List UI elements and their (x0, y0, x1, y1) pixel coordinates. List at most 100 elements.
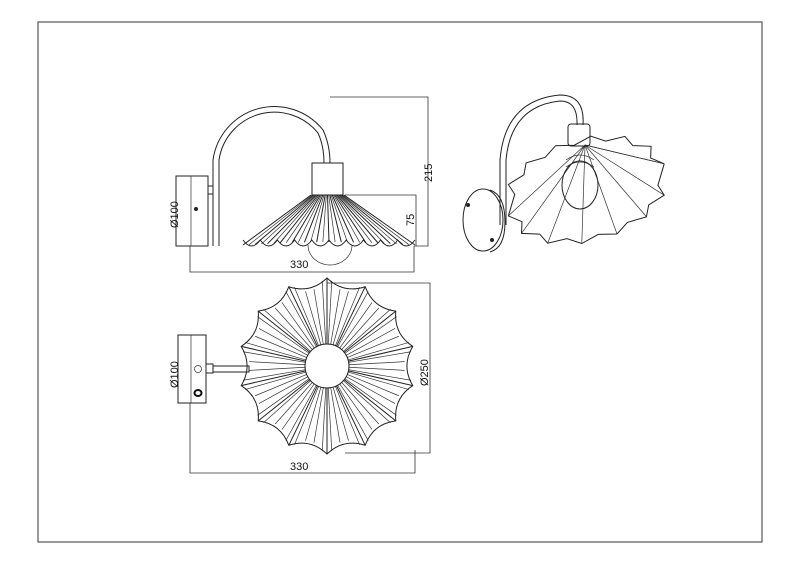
pleat-rib (245, 342, 306, 361)
pleat-rib (294, 386, 319, 445)
pleat-rib (322, 194, 327, 243)
pleat-rib (330, 387, 341, 443)
pleat-rib (348, 371, 409, 390)
pleat-rib (279, 194, 319, 244)
plate-connector (207, 185, 214, 195)
pleat-edge (288, 385, 318, 446)
pleat-rib (329, 194, 342, 243)
pleat-rib (338, 194, 391, 245)
wall-plate-perspective (462, 188, 504, 252)
pleat-rib (310, 194, 325, 243)
pleat-rib (348, 361, 405, 366)
pleat-rib (343, 194, 416, 246)
shade-diameter-dimension: Ø250 (419, 359, 431, 386)
pleat-edge (241, 370, 306, 387)
pleat-rib (294, 287, 319, 346)
pleat-rib (291, 194, 321, 243)
pleat-rib (337, 385, 369, 441)
side-width-dimension: 330 (290, 259, 308, 271)
pleat-edge (343, 379, 397, 422)
shade-height-dimension: 75 (405, 214, 417, 226)
pleat-rib (346, 328, 396, 356)
bulb-perspective (561, 160, 599, 210)
pleat-rib (281, 383, 315, 430)
pleat-edge (343, 310, 397, 353)
pleat-rib (335, 386, 360, 445)
side-plate-diameter: Ø100 (169, 201, 181, 228)
pleat-rib (348, 366, 405, 371)
pleat-edge (348, 345, 413, 362)
pleat-rib (339, 383, 373, 430)
pleat-rib (255, 335, 307, 358)
pleat-rib (303, 194, 324, 243)
arm-outer (212, 106, 331, 246)
pleat-rib (332, 291, 349, 345)
pleat-rib (584, 144, 665, 196)
pleat-edge (257, 310, 311, 353)
pleat-rib (344, 378, 397, 416)
pleat-rib (297, 194, 322, 243)
pleat-edge (241, 345, 306, 362)
pleat-rib (581, 144, 586, 244)
pleat-rib (258, 376, 308, 404)
pleat-rib (249, 361, 306, 366)
pleat-rib (313, 387, 324, 443)
pleat-edge (336, 385, 366, 446)
drawing-frame (37, 21, 763, 543)
pleat-rib (321, 280, 327, 345)
top-plate-diameter: Ø100 (169, 361, 181, 388)
pleat-rib (327, 194, 330, 243)
shade-outline-perspective (507, 135, 665, 245)
pleat-rib (584, 144, 665, 165)
pleat-rib (248, 194, 313, 245)
pleat-rib (330, 194, 348, 243)
pleat-rib (242, 369, 306, 381)
pleat-rib (340, 194, 397, 245)
pleat-edge (288, 286, 318, 347)
pleat-rib (584, 144, 618, 235)
pleat-rib (331, 194, 355, 243)
shade-scallop-edge (242, 239, 416, 247)
pleat-rib (341, 382, 380, 425)
socket-perspective (567, 123, 591, 147)
pleat-rib (337, 194, 385, 244)
pleat-rib (335, 287, 360, 346)
pleat-rib (274, 382, 313, 425)
perspective-view (462, 94, 665, 253)
pleat-rib (343, 308, 391, 352)
pleat-rib (327, 387, 333, 452)
shade-top (240, 277, 414, 455)
pleat-rib (341, 307, 380, 350)
pleat-rib (285, 291, 317, 347)
pleat-rib (333, 194, 361, 243)
pleat-rib (258, 328, 308, 356)
pleat-rib (347, 335, 399, 358)
pleat-rib (344, 316, 397, 354)
pleat-rib (328, 194, 336, 243)
pleat-rib (336, 194, 379, 244)
pleat-rib (261, 194, 315, 245)
pleat-rib (257, 316, 310, 354)
pleat-edge (336, 286, 366, 347)
pleat-rib (274, 307, 313, 350)
pleat-rib (273, 194, 318, 244)
pleat-rib (313, 289, 324, 345)
pleat-edge (257, 379, 311, 422)
pleat-rib (281, 302, 315, 349)
shade-outline (240, 277, 414, 455)
pleat-rib (347, 374, 399, 397)
pleat-rib (255, 374, 307, 397)
bulb-top (304, 343, 350, 389)
shade-side (242, 194, 416, 247)
pleat-rib (263, 308, 311, 352)
pleat-rib (257, 378, 310, 416)
pleat-rib (285, 194, 320, 244)
pleat-rib (343, 380, 391, 424)
pleat-rib (263, 380, 311, 424)
pleat-rib (245, 371, 306, 390)
pleat-rib (305, 291, 322, 345)
pleat-rib (249, 366, 306, 371)
pleat-rib (316, 194, 326, 243)
pleat-rib (332, 387, 349, 441)
